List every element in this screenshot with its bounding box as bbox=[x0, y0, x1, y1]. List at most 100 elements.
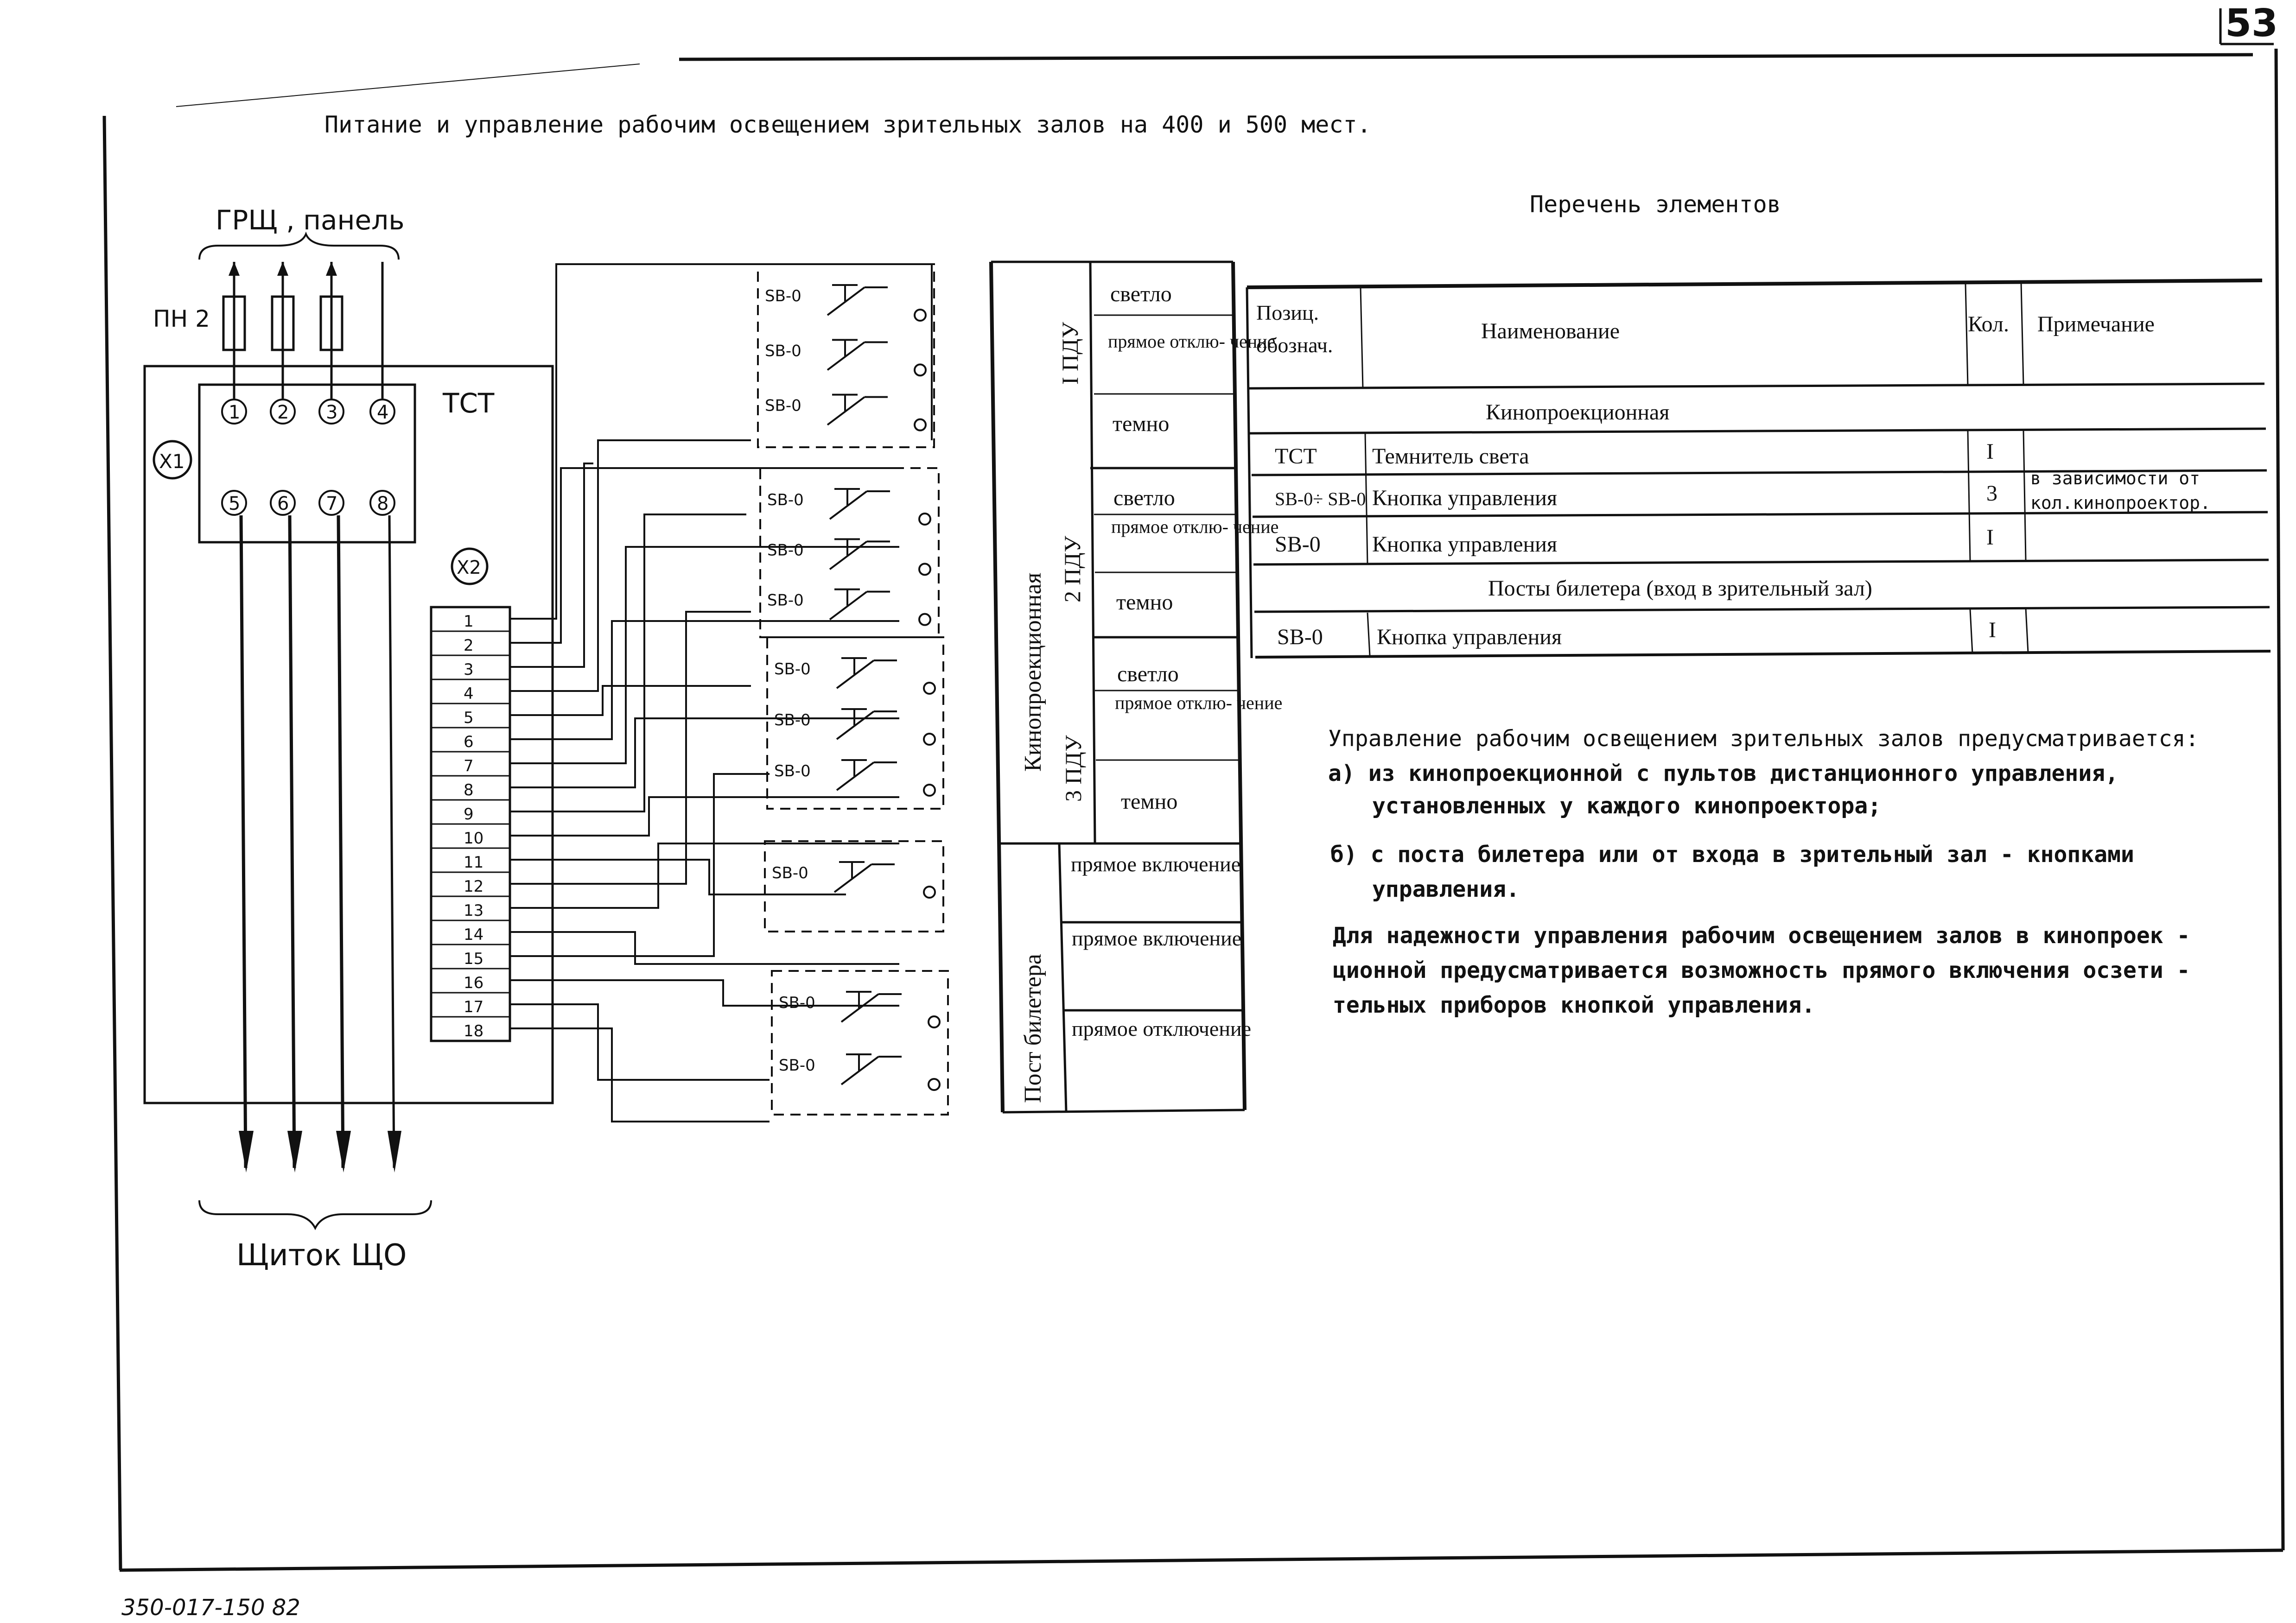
x2-terminal-label: 13 bbox=[464, 901, 483, 920]
junction-node bbox=[928, 1015, 941, 1028]
control-wire bbox=[510, 1003, 770, 1081]
post-rows: прямое включение прямое включение прямое… bbox=[1071, 852, 1251, 1040]
svg-text:I: I bbox=[1989, 618, 1996, 642]
input-terminals: 1 2 3 4 bbox=[221, 399, 395, 425]
x2-terminal-label: 18 bbox=[464, 1022, 483, 1040]
control-wire bbox=[510, 843, 899, 909]
destination-label: Щиток ЩО bbox=[236, 1238, 407, 1273]
x2-terminal-label: 14 bbox=[464, 926, 483, 944]
svg-text:SB-0: SB-0 bbox=[1275, 532, 1321, 557]
button-enclosure bbox=[766, 636, 944, 810]
x2-terminal-label: 1 bbox=[464, 612, 474, 631]
push-button-symbol bbox=[827, 339, 888, 371]
svg-text:б) с поста билетера или от вхо: б) с поста билетера или от входа в зрите… bbox=[1330, 842, 2134, 868]
svg-text:темно: темно bbox=[1116, 590, 1173, 615]
control-wire bbox=[510, 546, 899, 764]
svg-text:темно: темно bbox=[1113, 412, 1169, 436]
junction-node bbox=[914, 418, 927, 431]
push-button-symbol bbox=[836, 657, 897, 689]
push-button-symbol bbox=[833, 861, 895, 893]
group-kino: Кинопроекционная bbox=[1020, 573, 1046, 772]
pdu-3-rows: светло прямое отклю- чение темно bbox=[1115, 662, 1282, 814]
control-wire bbox=[510, 620, 899, 740]
svg-text:8: 8 bbox=[377, 493, 388, 514]
x1-marker bbox=[153, 440, 192, 480]
svg-text:Управление рабочим освещением: Управление рабочим освещением зрительных… bbox=[1328, 726, 2199, 752]
x2-terminal-label: 11 bbox=[464, 853, 483, 872]
svg-text:Для надежности управления рабо: Для надежности управления рабочим освеще… bbox=[1333, 923, 2190, 949]
svg-text:Кнопка управления: Кнопка управления bbox=[1372, 486, 1557, 510]
control-wire bbox=[510, 439, 751, 692]
button-label: SB-0 bbox=[772, 864, 808, 882]
control-wire bbox=[510, 467, 899, 644]
source-label: ГРЩ , панель bbox=[216, 204, 404, 236]
x2-label: X2 bbox=[457, 557, 481, 578]
svg-text:Кнопка управления: Кнопка управления bbox=[1372, 532, 1557, 557]
button-enclosure bbox=[764, 840, 944, 932]
output-wires bbox=[239, 515, 401, 1173]
button-label: SB-0 bbox=[774, 762, 811, 780]
control-wire bbox=[510, 514, 746, 812]
junction-node bbox=[914, 309, 927, 322]
x2-terminal-label: 4 bbox=[464, 685, 474, 703]
pdu-2-label: 2 ПДУ bbox=[1059, 536, 1085, 602]
control-wire bbox=[510, 717, 899, 788]
button-label: SB-0 bbox=[779, 1056, 815, 1075]
svg-text:3: 3 bbox=[326, 402, 337, 423]
button-label: SB-0 bbox=[767, 541, 804, 559]
push-button-symbol bbox=[840, 991, 902, 1023]
cabinet-outline bbox=[143, 365, 554, 1104]
control-wire bbox=[510, 463, 593, 668]
push-button-symbol bbox=[829, 538, 890, 570]
svg-text:прямое включение: прямое включение bbox=[1071, 852, 1240, 876]
junction-node bbox=[918, 613, 931, 626]
svg-text:1: 1 bbox=[229, 402, 240, 423]
hdr-pos-2: обознач. bbox=[1256, 333, 1333, 357]
button-label: SB-0 bbox=[779, 994, 815, 1012]
control-buttons: SB-0SB-0SB-0SB-0SB-0SB-0SB-0SB-0SB-0SB-0… bbox=[757, 263, 949, 1116]
output-terminals: 5 6 7 8 bbox=[221, 490, 395, 516]
hdr-name: Наименование bbox=[1481, 319, 1620, 343]
push-button-symbol bbox=[840, 1053, 902, 1085]
svg-text:установленных у каждого кинопр: установленных у каждого кинопроектора; bbox=[1372, 793, 1881, 819]
svg-text:темно: темно bbox=[1121, 789, 1177, 814]
svg-text:SB-0÷ SB-0: SB-0÷ SB-0 bbox=[1275, 488, 1366, 509]
button-enclosure bbox=[759, 467, 940, 638]
svg-text:7: 7 bbox=[326, 493, 337, 514]
svg-text:а) из кинопроекционной с пульт: а) из кинопроекционной с пультов дистанц… bbox=[1328, 761, 2118, 786]
svg-text:ционной предусматривается возм: ционной предусматривается возможность пр… bbox=[1333, 957, 2190, 983]
control-wire bbox=[510, 796, 899, 837]
page-title: Питание и управление рабочим освещением … bbox=[324, 111, 1371, 138]
control-wire bbox=[510, 979, 899, 1007]
dimmer-box bbox=[198, 383, 416, 544]
control-wire bbox=[510, 773, 770, 957]
table-row: SB-0 Кнопка управления I bbox=[1277, 618, 1996, 649]
x2-terminal-label: 3 bbox=[464, 660, 474, 679]
x2-marker bbox=[451, 547, 489, 585]
junction-node bbox=[918, 513, 931, 526]
elements-table: Позиц. обознач. Наименование Кол. Примеч… bbox=[1246, 279, 2271, 659]
control-wire bbox=[510, 685, 751, 716]
control-wire bbox=[510, 611, 751, 885]
hdr-note: Примечание bbox=[2037, 312, 2155, 336]
svg-text:прямое отключение: прямое отключение bbox=[1072, 1017, 1251, 1040]
junction-node bbox=[923, 784, 936, 797]
button-enclosure bbox=[771, 970, 949, 1116]
x2-terminal-label: 2 bbox=[464, 636, 474, 655]
section-kino: Кинопроекционная bbox=[1486, 400, 1669, 425]
fuses bbox=[222, 295, 343, 351]
table-row: SB-0÷ SB-0 Кнопка управления 3 в зависим… bbox=[1275, 468, 2211, 513]
junction-node bbox=[918, 563, 931, 576]
button-label: SB-0 bbox=[767, 491, 804, 509]
button-enclosure bbox=[757, 263, 935, 448]
svg-text:6: 6 bbox=[277, 493, 289, 514]
svg-text:I: I bbox=[1986, 439, 1994, 464]
x2-terminal-label: 6 bbox=[464, 733, 474, 751]
hdr-qty: Кол. bbox=[1968, 312, 2009, 336]
x2-terminal-label: 10 bbox=[464, 829, 483, 848]
svg-text:3: 3 bbox=[1986, 481, 1997, 506]
control-wiring bbox=[510, 263, 933, 1122]
svg-text:прямое отклю- чение: прямое отклю- чение bbox=[1115, 692, 1282, 713]
x1-label: X1 bbox=[159, 450, 185, 473]
x2-terminal-label: 7 bbox=[464, 757, 474, 775]
